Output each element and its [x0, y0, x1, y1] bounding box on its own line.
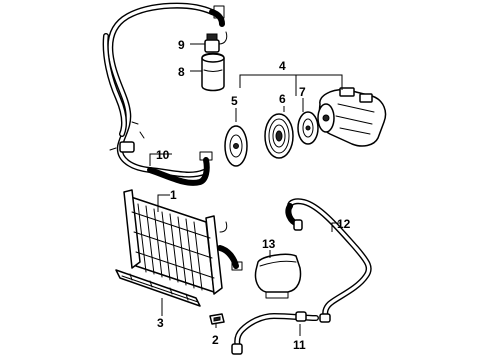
liquid-line	[285, 198, 372, 323]
callout-4: 4	[279, 59, 286, 73]
callout-2: 2	[212, 333, 219, 347]
callout-7: 7	[299, 85, 306, 99]
clutch-pulley	[264, 113, 294, 159]
callout-3: 3	[157, 316, 164, 330]
callout-13: 13	[262, 237, 276, 251]
clutch-coil	[297, 111, 319, 145]
compressor	[317, 87, 387, 147]
callout-8: 8	[178, 65, 185, 79]
suction-hose-assembly	[102, 2, 225, 186]
clutch-hub-plate	[224, 125, 248, 167]
callout-6: 6	[279, 92, 286, 106]
callout-9: 9	[178, 38, 185, 52]
callout-1: 1	[170, 188, 177, 202]
condenser	[123, 189, 243, 295]
discharge-line	[231, 311, 319, 355]
callout-10: 10	[156, 148, 170, 162]
callout-12: 12	[337, 217, 351, 231]
callout-labels: 1 2 3 4 5 6 7 8 9 10 11 12 13	[156, 38, 351, 352]
air-deflector	[254, 253, 302, 299]
callout-5: 5	[231, 94, 238, 108]
mounting-bracket	[209, 313, 225, 325]
callout-11: 11	[293, 338, 306, 352]
accumulator-drier	[201, 31, 228, 92]
leader-lines	[149, 43, 343, 336]
condenser-seal	[115, 269, 201, 307]
